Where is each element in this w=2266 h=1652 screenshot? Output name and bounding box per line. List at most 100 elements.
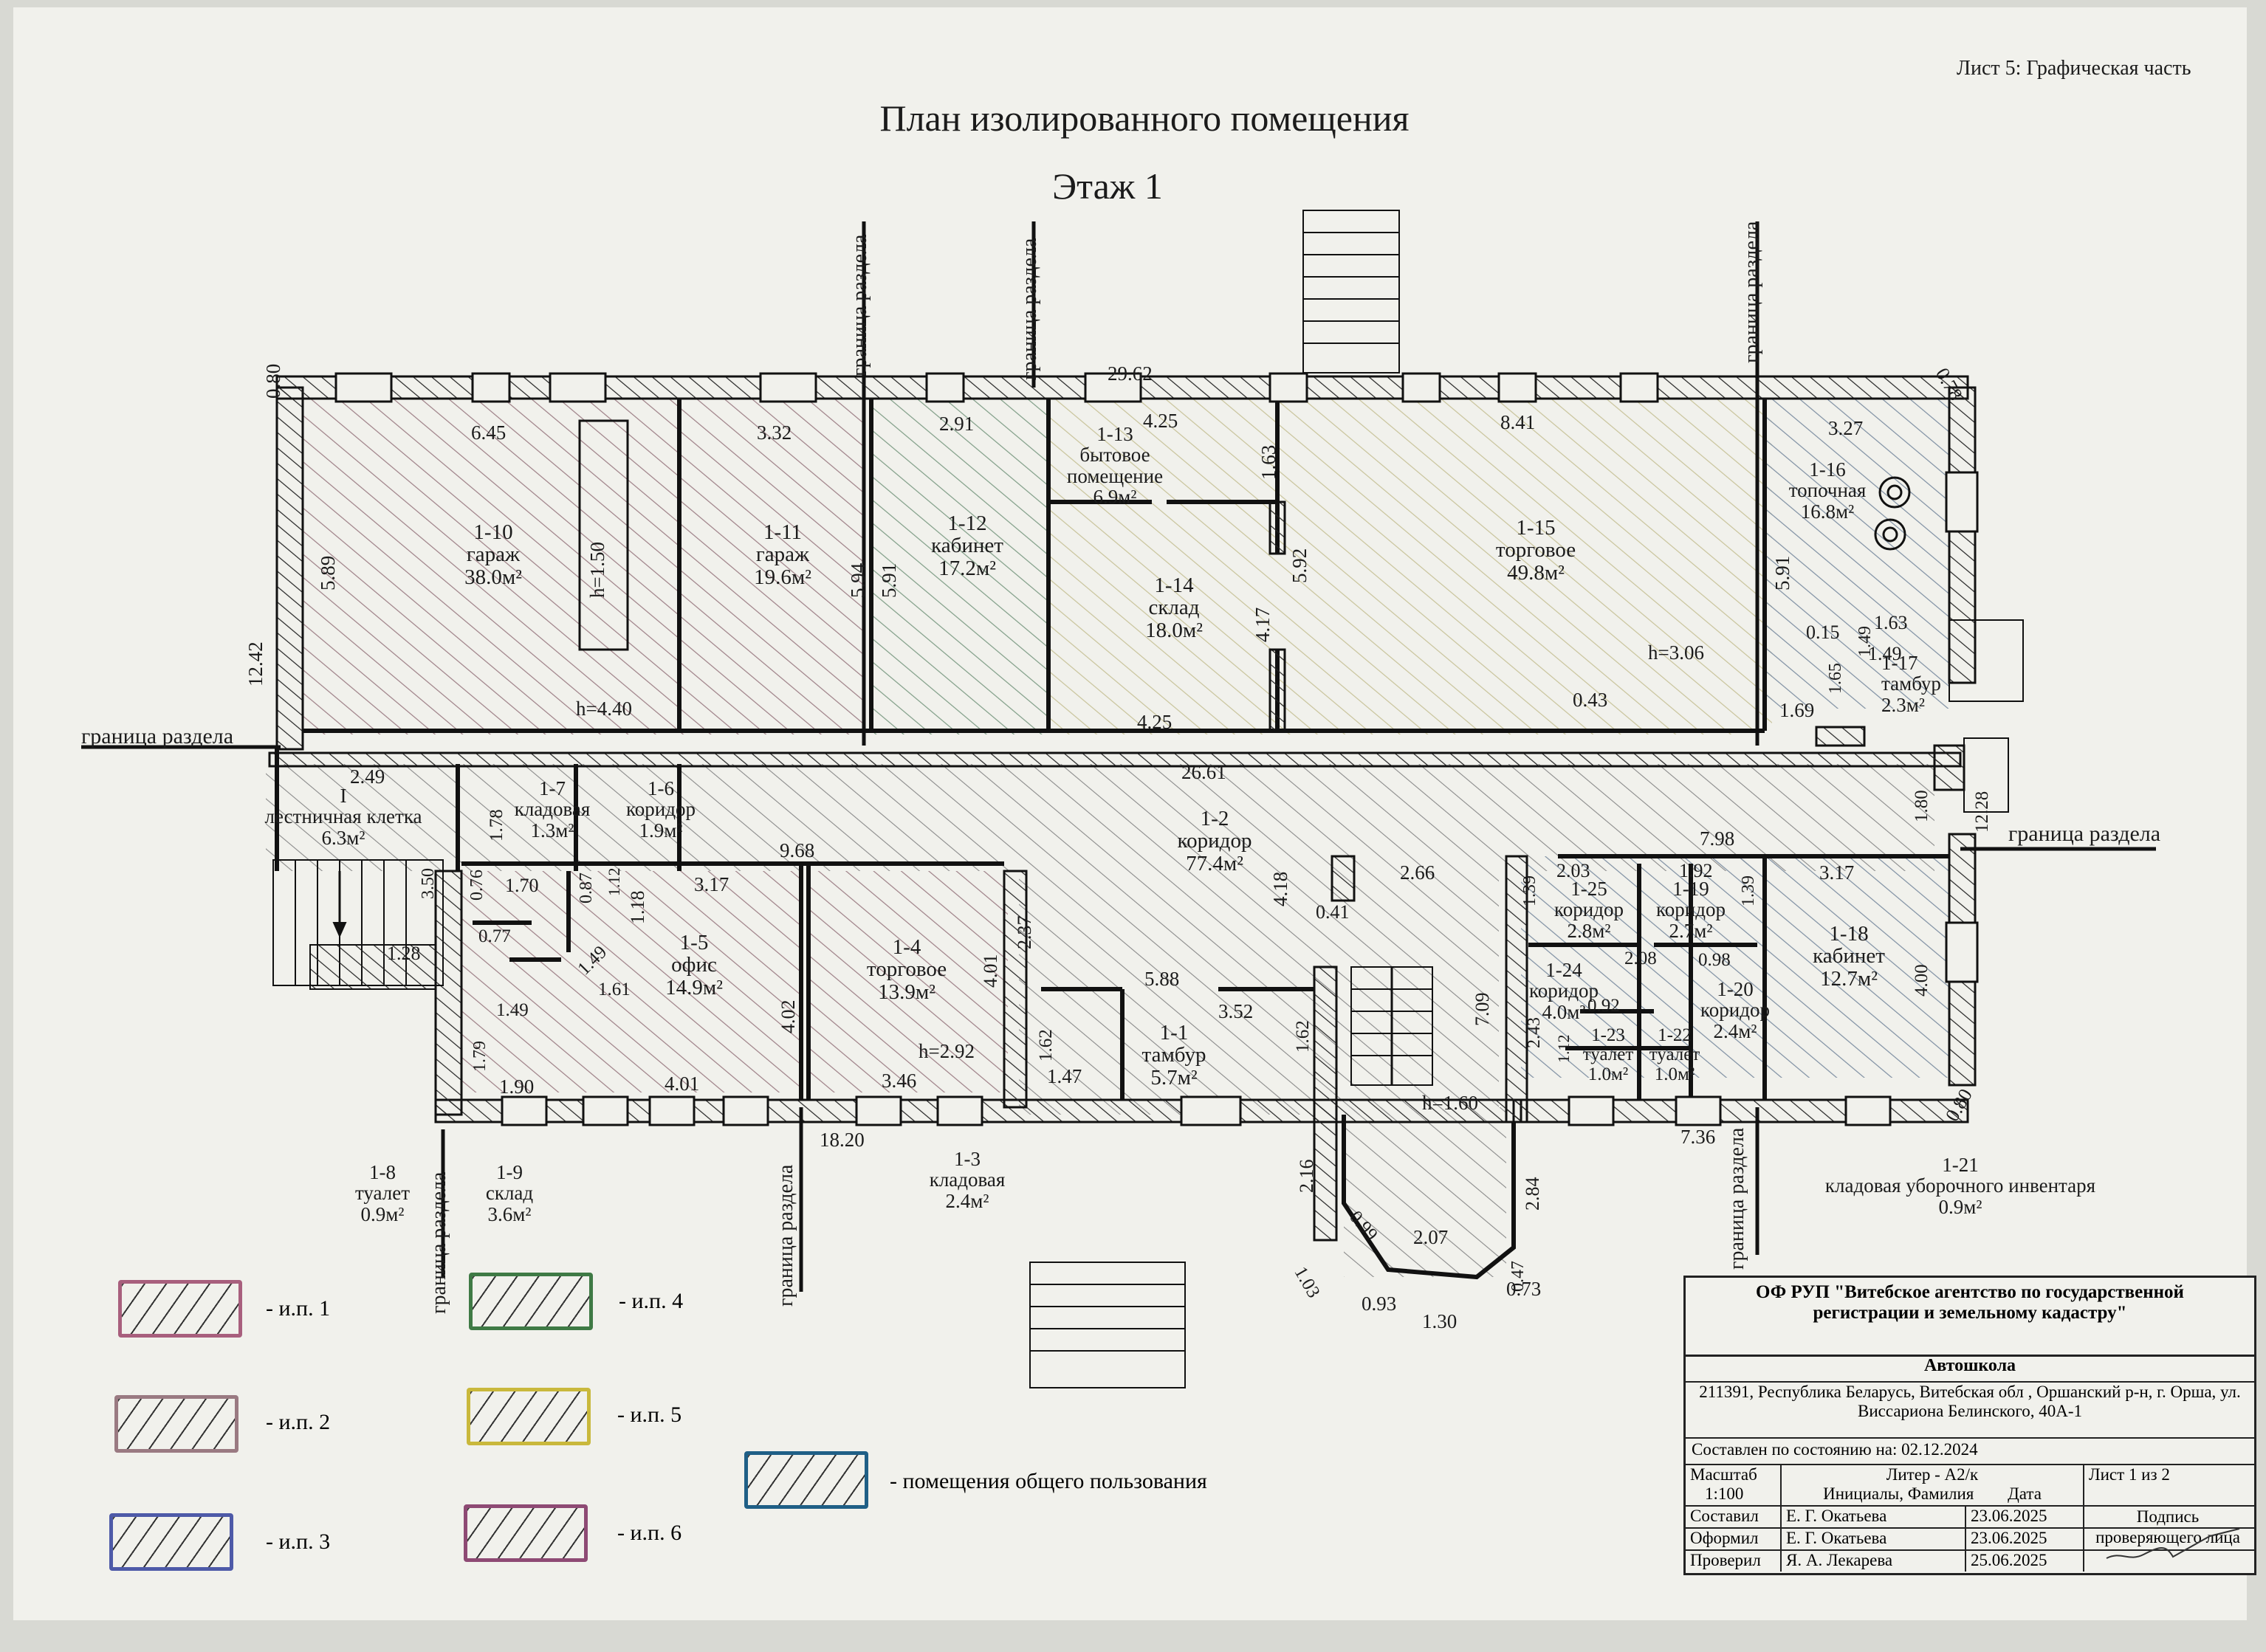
stair-cell xyxy=(272,859,444,990)
dimension: 1.78 xyxy=(487,809,507,842)
dimension: 12.42 xyxy=(244,641,267,686)
boundary-label: граница раздела xyxy=(1018,238,1041,380)
fill-stair-annex xyxy=(1344,1107,1506,1277)
stamp-object: Автошкола xyxy=(1923,1356,2016,1375)
fill-1-18 xyxy=(1765,856,1949,1078)
legend-label-ip2: - и.п. 2 xyxy=(266,1410,331,1434)
fill-1-11 xyxy=(679,399,864,734)
dimension: 2.91 xyxy=(939,413,975,435)
boundary-label: граница раздела xyxy=(1726,1127,1748,1270)
dimension: 0.98 xyxy=(1698,950,1731,970)
dimension: 1.47 xyxy=(1047,1065,1082,1087)
dimension: 3.52 xyxy=(1218,1000,1254,1022)
dimension: 7.09 xyxy=(1472,992,1493,1027)
sheet-number: Лист 5: Графическая часть xyxy=(1957,57,2191,80)
dimension: 1.61 xyxy=(598,980,631,999)
fill-1-16 xyxy=(1765,399,1949,709)
dimension: 0.77 xyxy=(478,926,511,946)
dimension: 1.90 xyxy=(499,1075,535,1098)
dimension: 6.45 xyxy=(471,421,507,444)
dimension: 0.41 xyxy=(1316,901,1350,923)
dimension: 1.80 xyxy=(1912,790,1932,822)
legend-swatch-ip3 xyxy=(109,1513,233,1571)
dimension: h=2.92 xyxy=(919,1040,975,1062)
stamp-row-issued: Оформил Е. Г. Окатьева 23.06.2025 xyxy=(1686,1527,2254,1551)
dimension: 1.39 xyxy=(1520,875,1539,906)
dimension: 0.76 xyxy=(467,870,487,901)
legend-label-common: - помещения общего пользования xyxy=(890,1469,1207,1493)
fill-1-12 xyxy=(871,399,1048,734)
legend-swatch-ip1 xyxy=(118,1280,242,1338)
dimension: 12.28 xyxy=(1972,791,1992,833)
legend-label-ip6: - и.п. 6 xyxy=(617,1521,682,1545)
dimension: 1.63 xyxy=(1874,612,1908,633)
dimension: 5.91 xyxy=(878,562,900,598)
dimension: 2.84 xyxy=(1522,1177,1543,1211)
legend-swatch-ip5 xyxy=(467,1388,591,1445)
dimension: 3.50 xyxy=(419,868,438,899)
stamp-state-date: Составлен по состоянию на: 02.12.2024 xyxy=(1692,1440,1978,1459)
internal-stair xyxy=(1342,966,1516,1280)
equipment xyxy=(578,419,1911,902)
dimension: 1.79 xyxy=(470,1041,490,1072)
dimension: 1.12 xyxy=(605,867,623,897)
legend-label-ip3: - и.п. 3 xyxy=(266,1529,331,1554)
legend-swatch-ip2 xyxy=(114,1395,238,1453)
legend-label-ip4: - и.п. 4 xyxy=(619,1289,684,1313)
dimension: 0.92 xyxy=(1587,996,1620,1016)
room-fills xyxy=(266,399,1949,1277)
entrance-stairs xyxy=(1029,210,2024,1388)
fill-corridor-lower xyxy=(1019,871,1499,1115)
dimension: 5.92 xyxy=(1288,548,1311,583)
legend-label-ip5: - и.п. 5 xyxy=(617,1403,682,1427)
legend-swatch-ip6 xyxy=(464,1504,588,1562)
stamp-role: Оформил xyxy=(1686,1527,1782,1549)
stamp-sheet: Лист 1 из 2 xyxy=(2089,1465,2170,1484)
dimension: 1.39 xyxy=(1739,875,1758,906)
stamp-state-row: Составлен по состоянию на: 02.12.2024 xyxy=(1686,1437,2254,1465)
stamp-name: Е. Г. Окатьева xyxy=(1782,1527,1966,1549)
signature-icon xyxy=(2106,1528,2240,1559)
dimension: 1.18 xyxy=(627,890,648,925)
dimension: 7.36 xyxy=(1680,1126,1716,1148)
dimension: 2.16 xyxy=(1296,1159,1317,1194)
fill-1-10 xyxy=(303,399,679,734)
dimension: 1.69 xyxy=(1779,699,1815,721)
dimension: 1.49 xyxy=(1855,626,1875,657)
dimension: 5.91 xyxy=(1771,555,1793,591)
dimension: 0.80 xyxy=(262,363,284,399)
dimension: 4.25 xyxy=(1137,711,1173,733)
dimension: 0.43 xyxy=(1573,689,1608,711)
dimension: 1.65 xyxy=(1826,663,1845,694)
dimension: 2.07 xyxy=(1413,1226,1449,1248)
fill-1-13-15 xyxy=(1048,399,1772,734)
stamp-org: ОФ РУП "Витебское агентство по государст… xyxy=(1756,1282,2184,1323)
dimension: 4.17 xyxy=(1252,607,1274,642)
dimension: 7.98 xyxy=(1700,827,1735,850)
dimension: 2.37 xyxy=(1014,915,1035,950)
